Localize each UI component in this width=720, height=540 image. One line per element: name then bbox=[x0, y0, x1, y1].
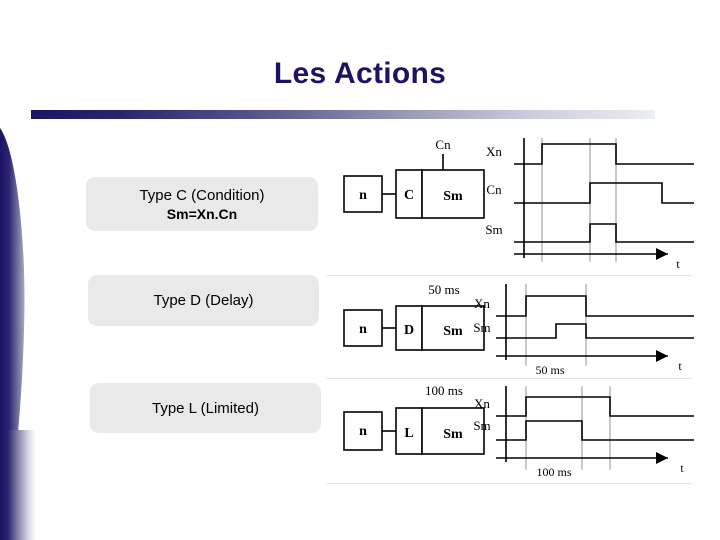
block-input-label: n bbox=[359, 424, 367, 439]
timing-axis-label: t bbox=[680, 461, 684, 475]
block-output-label: Sm bbox=[443, 324, 463, 339]
diagram-type-l: n L Sm 100 ms t Xn Sm 100 ms bbox=[338, 378, 696, 483]
block-input-n bbox=[343, 309, 383, 347]
block-output bbox=[421, 305, 485, 351]
timing-signal-label-xn: Xn bbox=[474, 296, 490, 311]
diagram-type-d: n D Sm 50 ms t Xn Sm 50 ms bbox=[338, 280, 696, 378]
label-type-c[interactable]: Type C (Condition) Sm=Xn.Cn bbox=[86, 177, 318, 231]
timing-signal-label-cn: Cn bbox=[486, 182, 502, 197]
section-divider bbox=[326, 378, 692, 379]
timing-arrow-icon bbox=[656, 452, 668, 464]
timing-waveform-cn bbox=[514, 182, 694, 204]
block-output-label: Sm bbox=[443, 427, 463, 442]
block-output bbox=[421, 169, 485, 219]
label-type-l[interactable]: Type L (Limited) bbox=[90, 383, 321, 433]
timing-axis-label: t bbox=[678, 359, 682, 373]
block-operator-label: D bbox=[404, 323, 414, 338]
block-input-n bbox=[343, 411, 383, 451]
block-top-label: 50 ms bbox=[428, 282, 459, 297]
diagram-type-c: n C Sm Cn t Xn Cn Sm bbox=[338, 134, 696, 274]
timing-signal-label-sm: Sm bbox=[473, 418, 490, 433]
label-type-d[interactable]: Type D (Delay) bbox=[88, 275, 319, 326]
title-divider bbox=[31, 110, 655, 119]
timing-note: 100 ms bbox=[536, 465, 571, 479]
timing-waveform-sm bbox=[496, 420, 694, 441]
block-operator bbox=[395, 305, 423, 351]
timing-arrow-icon bbox=[656, 350, 668, 362]
label-type-l-line1: Type L (Limited) bbox=[152, 399, 259, 417]
label-type-d-line1: Type D (Delay) bbox=[153, 292, 254, 309]
block-operator-label: C bbox=[404, 188, 414, 203]
timing-signal-label-xn: Xn bbox=[486, 144, 502, 159]
label-type-c-line1: Type C (Condition) bbox=[139, 186, 265, 204]
timing-signal-label-xn: Xn bbox=[474, 396, 490, 411]
block-operator bbox=[395, 407, 423, 455]
section-divider bbox=[326, 275, 692, 276]
timing-waveform-sm bbox=[514, 223, 694, 243]
timing-signal-label-sm: Sm bbox=[485, 222, 502, 237]
block-top-label: 100 ms bbox=[425, 383, 463, 398]
timing-signal-label-sm: Sm bbox=[473, 320, 490, 335]
section-divider bbox=[326, 483, 692, 484]
block-output-label: Sm bbox=[443, 189, 463, 204]
label-type-c-line2: Sm=Xn.Cn bbox=[166, 205, 238, 222]
block-top-label: Cn bbox=[435, 137, 451, 152]
timing-note: 50 ms bbox=[535, 363, 564, 377]
timing-axis-label: t bbox=[676, 257, 680, 271]
block-input-label: n bbox=[359, 188, 367, 203]
timing-arrow-icon bbox=[656, 248, 668, 260]
block-operator-label: L bbox=[404, 426, 413, 441]
timing-waveform-xn bbox=[496, 295, 694, 317]
timing-waveform-xn bbox=[496, 396, 694, 417]
page-title: Les Actions bbox=[273, 57, 447, 90]
timing-waveform-sm bbox=[496, 323, 694, 339]
block-operator bbox=[395, 169, 423, 219]
block-output bbox=[421, 407, 485, 455]
timing-waveform-xn bbox=[514, 143, 694, 165]
block-input-label: n bbox=[359, 322, 367, 337]
